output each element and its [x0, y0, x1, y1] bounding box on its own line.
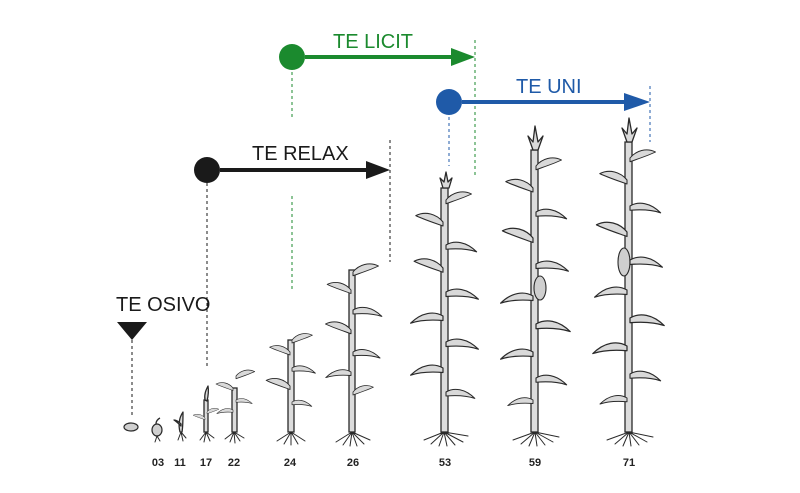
te-licit-marker: TE LICIT [279, 31, 476, 292]
plant-stage-2-leaf [192, 385, 220, 443]
te-uni-label: TE UNI [516, 76, 582, 98]
plant-germinating [151, 417, 163, 443]
relax-start-dot [194, 157, 220, 183]
plant-stage-flowering [500, 125, 571, 447]
te-osivo-marker: TE OSIVO [116, 294, 210, 418]
plant-stage-8-leaf [325, 263, 383, 447]
stage-number: 71 [623, 457, 635, 469]
plant-stage-4-leaf [215, 369, 256, 444]
plant-stage-6-leaf [265, 333, 316, 446]
plant-stage-maturity [592, 117, 665, 447]
te-relax-marker: TE RELAX [194, 140, 391, 368]
stage-number: 17 [200, 457, 212, 469]
plant-stage-tassel-emergence [410, 171, 479, 447]
stage-number: 26 [347, 457, 359, 469]
te-uni-marker: TE UNI [436, 76, 651, 166]
relax-arrow-head-icon [366, 161, 390, 179]
uni-arrow-head-icon [624, 93, 650, 111]
te-osivo-label: TE OSIVO [116, 294, 210, 316]
stage-number: 03 [152, 457, 164, 469]
licit-start-dot [279, 44, 305, 70]
uni-start-dot [436, 89, 462, 115]
stage-number: 59 [529, 457, 541, 469]
plant-stage-emergence [173, 411, 187, 442]
te-relax-label: TE RELAX [252, 143, 349, 165]
te-licit-label: TE LICIT [333, 31, 413, 53]
stage-number: 22 [228, 457, 240, 469]
licit-arrow-head-icon [451, 48, 475, 66]
stage-number: 11 [174, 457, 186, 469]
stage-numbers: 03 11 17 22 24 26 53 59 71 [152, 457, 635, 469]
plant-seed [123, 422, 139, 432]
stage-number: 24 [284, 457, 297, 469]
stage-number: 53 [439, 457, 451, 469]
osivo-triangle-icon [117, 322, 147, 340]
